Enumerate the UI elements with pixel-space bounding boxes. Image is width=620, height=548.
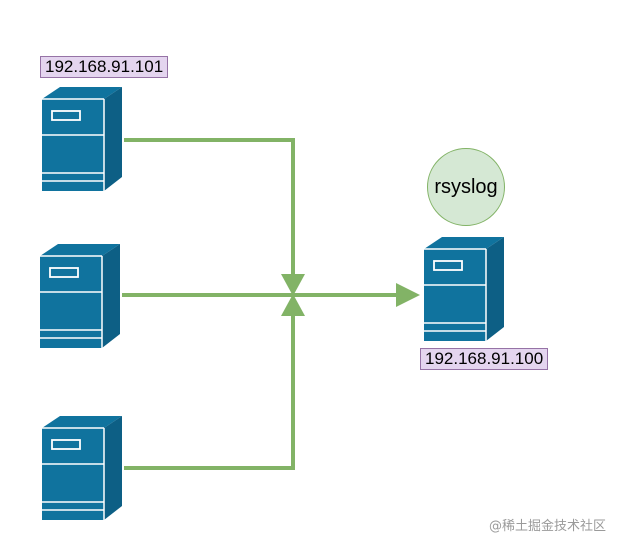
server-icon	[41, 415, 123, 521]
arrowhead-right	[396, 283, 420, 307]
client-ip-label: 192.168.91.101	[40, 56, 169, 78]
arrowhead-down	[281, 274, 305, 296]
connector-bottom	[124, 310, 295, 470]
connector-top	[124, 138, 295, 282]
watermark: @稀土掘金技术社区	[488, 519, 606, 534]
connectors	[122, 138, 404, 470]
rsyslog-label: rsyslog	[434, 175, 498, 198]
server-icon	[423, 236, 505, 342]
server-ip-label: 192.168.91.100	[420, 348, 549, 370]
rsyslog-service-node: rsyslog	[427, 148, 505, 226]
arrowhead-up	[281, 294, 305, 316]
server-icon	[39, 243, 121, 349]
server-icon	[41, 86, 123, 192]
